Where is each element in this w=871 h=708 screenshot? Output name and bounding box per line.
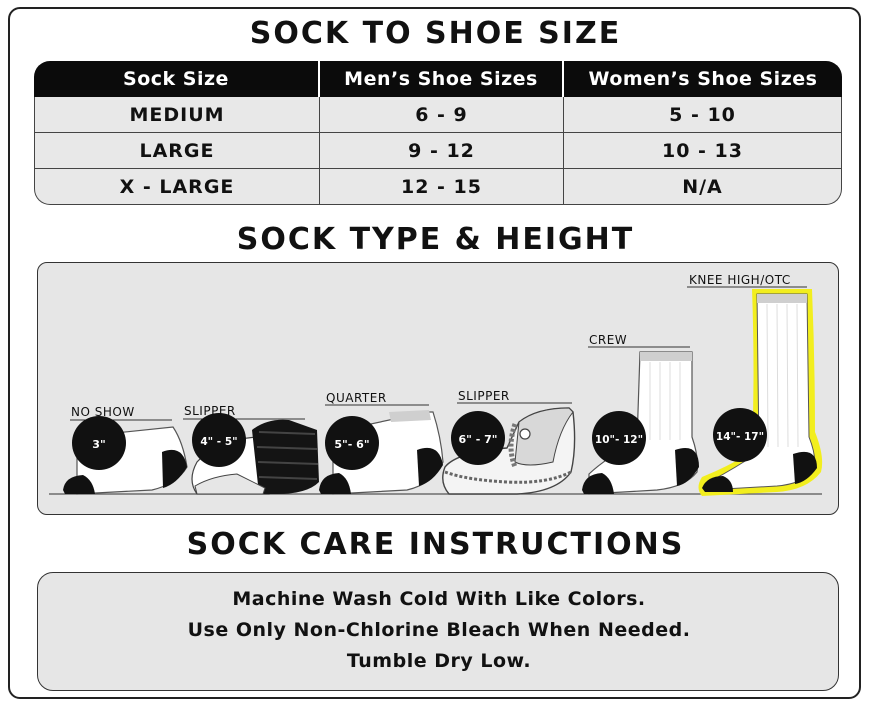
table-cell: N/A: [564, 169, 842, 205]
table-header-row: Sock Size Men’s Shoe Sizes Women’s Shoe …: [34, 61, 842, 97]
column-header: Women’s Shoe Sizes: [564, 61, 842, 97]
care-instruction: Machine Wash Cold With Like Colors.: [232, 588, 646, 610]
no-show-label: NO SHOW: [71, 405, 135, 419]
table-row: LARGE 9 - 12 10 - 13: [34, 133, 842, 169]
table-cell: 6 - 9: [320, 97, 564, 133]
table-cell: LARGE: [34, 133, 320, 169]
slipper-label: SLIPPER: [184, 404, 236, 418]
care-instruction: Tumble Dry Low.: [346, 650, 532, 672]
table-cell: MEDIUM: [34, 97, 320, 133]
no-show-height: 3": [92, 438, 105, 451]
slipper-boot-height-badge: [451, 411, 505, 465]
knee-high-height-badge: [713, 408, 767, 462]
column-header: Sock Size: [34, 61, 320, 97]
table-cell: 12 - 15: [320, 169, 564, 205]
table-cell: X - LARGE: [34, 169, 320, 205]
care-panel: Machine Wash Cold With Like Colors. Use …: [37, 572, 839, 691]
care-heading: SOCK CARE INSTRUCTIONS: [186, 527, 685, 562]
quarter-label: QUARTER: [326, 391, 387, 405]
care-instruction: Use Only Non-Chlorine Bleach When Needed…: [187, 619, 691, 641]
no-show-height-badge: [72, 416, 126, 470]
slipper-boot-icon: [442, 402, 576, 495]
knee-high-label: KNEE HIGH/OTC: [689, 273, 791, 287]
table-cell: 5 - 10: [564, 97, 842, 133]
size-table: Sock Size Men’s Shoe Sizes Women’s Shoe …: [34, 61, 842, 205]
knee-high-height: 14"- 17": [716, 431, 764, 443]
slipper-height-badge: [192, 413, 246, 467]
quarter-height: 5"- 6": [334, 438, 369, 451]
crew-height-badge: [592, 411, 646, 465]
quarter-height-badge: [325, 416, 379, 470]
crew-height: 10"- 12": [595, 434, 643, 446]
slipper-height: 4" - 5": [200, 436, 237, 448]
table-row: MEDIUM 6 - 9 5 - 10: [34, 97, 842, 133]
sock-type-illustration: 3" NO SHOW 4" - 5" SLIPPER 5"- 6" QUARTE…: [49, 273, 823, 496]
crew-label: CREW: [589, 333, 627, 347]
type-heading: SOCK TYPE & HEIGHT: [236, 222, 635, 257]
slipper-boot-label: SLIPPER: [458, 389, 510, 403]
column-header: Men’s Shoe Sizes: [320, 61, 564, 97]
table-row: X - LARGE 12 - 15 N/A: [34, 169, 842, 205]
slipper-boot-height: 6" - 7": [459, 433, 498, 446]
table-cell: 9 - 12: [320, 133, 564, 169]
size-heading: SOCK TO SHOE SIZE: [249, 16, 622, 51]
table-cell: 10 - 13: [564, 133, 842, 169]
knee-high-sock-icon: [687, 286, 823, 496]
